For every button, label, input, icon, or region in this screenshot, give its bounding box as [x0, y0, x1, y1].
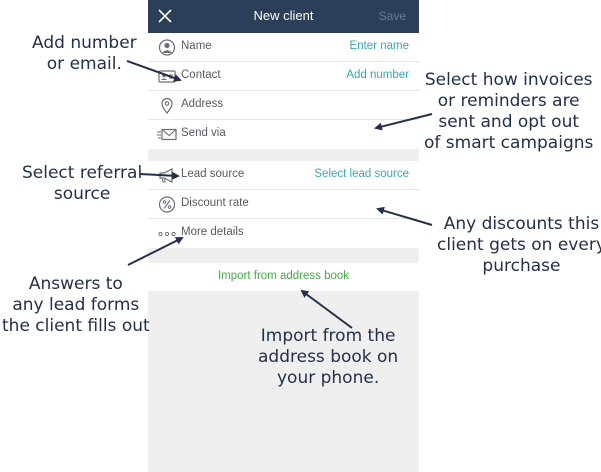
callout-discounts: Any discounts this client gets on every …: [437, 214, 601, 277]
callout-line: source: [53, 184, 111, 204]
megaphone-icon: [159, 168, 175, 183]
callout-line: sent and opt out: [438, 112, 580, 132]
discount-rate-label: Discount rate: [181, 197, 249, 209]
discount-rate-row[interactable]: Discount rate: [148, 190, 419, 219]
callout-line: the client fills out: [2, 316, 150, 336]
callout-line: Any discounts this: [443, 214, 600, 234]
contact-card-icon: [158, 70, 176, 83]
more-details-label: More details: [181, 226, 244, 238]
address-row[interactable]: Address: [148, 91, 419, 120]
location-pin-icon: [161, 97, 173, 114]
ellipsis-icon: [158, 231, 176, 237]
name-field[interactable]: Enter name: [349, 40, 409, 52]
callout-line: Answers to: [28, 274, 123, 294]
details-section: Lead source Select lead source Discount …: [148, 161, 419, 248]
callout-line: Import from the: [260, 326, 396, 346]
callout-line: client gets on every: [437, 235, 601, 255]
callout-line: purchase: [482, 256, 561, 276]
name-row[interactable]: Name Enter name: [148, 33, 419, 62]
callout-line: Add number: [32, 33, 137, 53]
send-via-row[interactable]: Send via: [148, 120, 419, 149]
contact-row[interactable]: Contact Add number: [148, 62, 419, 91]
callout-line: or reminders are: [437, 91, 580, 111]
lead-source-select[interactable]: Select lead source: [314, 168, 409, 180]
lead-source-row[interactable]: Lead source Select lead source: [148, 161, 419, 190]
callout-lead-forms: Answers to any lead forms the client fil…: [2, 274, 150, 337]
envelope-send-icon: [157, 128, 177, 141]
callout-line: address book on: [258, 347, 399, 367]
callout-line: Select referral: [22, 163, 143, 183]
callout-line: Select how invoices: [424, 70, 593, 90]
name-label: Name: [181, 40, 212, 52]
callout-import: Import from the address book on your pho…: [258, 326, 398, 389]
contact-field[interactable]: Add number: [346, 69, 409, 81]
callout-referral: Select referral source: [22, 163, 142, 205]
close-icon[interactable]: [157, 8, 173, 24]
nav-bar: New client Save: [148, 0, 419, 33]
import-address-book-link[interactable]: Import from address book: [217, 270, 350, 282]
callout-line: or email.: [46, 54, 122, 74]
percent-icon: [158, 196, 176, 213]
address-label: Address: [181, 98, 224, 110]
person-icon: [158, 39, 176, 56]
callout-add-number: Add number or email.: [32, 33, 137, 75]
callout-line: of smart campaigns: [424, 133, 594, 153]
callout-invoices: Select how invoices or reminders are sen…: [424, 70, 593, 154]
callout-line: your phone.: [276, 368, 380, 388]
import-row: Import from address book: [148, 263, 419, 291]
contact-label: Contact: [181, 69, 221, 81]
lead-source-label: Lead source: [181, 168, 245, 180]
page-title: New client: [253, 8, 314, 23]
save-button[interactable]: Save: [378, 9, 406, 23]
callout-line: any lead forms: [12, 295, 140, 315]
more-details-row[interactable]: More details: [148, 219, 419, 248]
send-via-label: Send via: [181, 127, 226, 139]
contact-section: Name Enter name Contact Add number Addre…: [148, 33, 419, 149]
phone-screen: New client Save Name Enter name Contact …: [148, 0, 419, 472]
